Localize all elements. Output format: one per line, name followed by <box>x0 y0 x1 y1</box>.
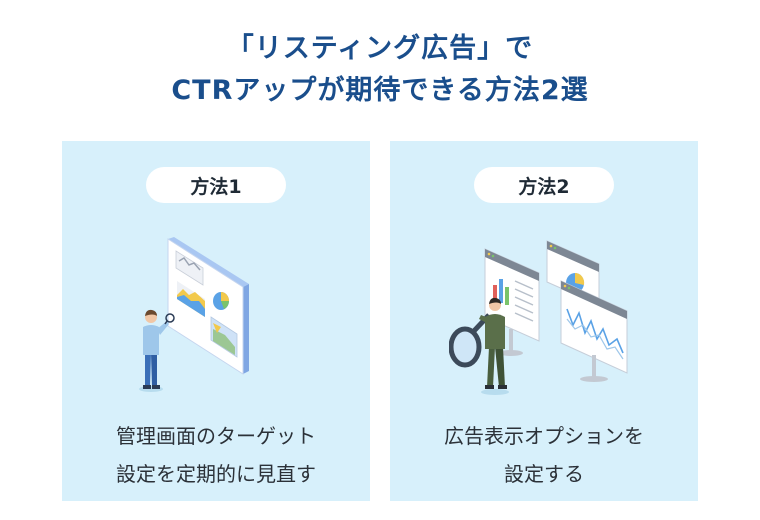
method-1-caption: 管理画面のターゲット 設定を定期的に見直す <box>62 417 370 493</box>
method-1-label: 方法1 <box>146 167 286 203</box>
method-2-caption-line-1: 広告表示オプションを <box>444 424 644 448</box>
method-1-caption-line-1: 管理画面のターゲット <box>116 424 316 448</box>
method-1-card: 方法1 <box>62 141 370 501</box>
method-1-caption-line-2: 設定を定期的に見直す <box>116 462 316 486</box>
method-2-caption: 広告表示オプションを 設定する <box>390 417 698 493</box>
title-line-2: CTRアップが期待できる方法2選 <box>171 75 589 106</box>
ad-extension-illustration <box>448 229 639 404</box>
method-2-label: 方法2 <box>474 167 614 203</box>
method-2-card: 方法2 <box>390 141 698 501</box>
title-line-1: 「リスティング広告」で <box>226 33 534 64</box>
method-2-caption-line-2: 設定する <box>504 462 584 486</box>
dashboard-inspection-illustration <box>121 229 311 404</box>
page-title: 「リスティング広告」で CTRアップが期待できる方法2選 <box>0 28 760 112</box>
